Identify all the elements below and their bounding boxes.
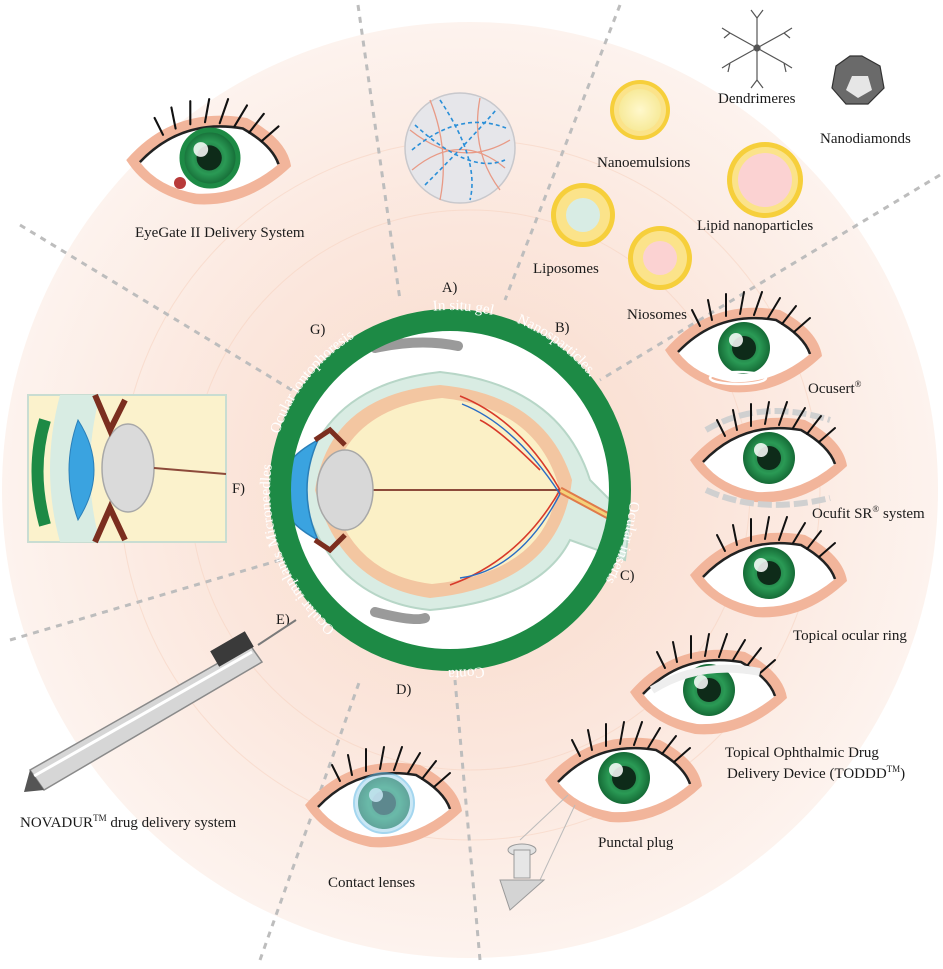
label-dendrimeres: Dendrimeres — [718, 91, 796, 107]
in-situ-gel-network — [405, 93, 515, 203]
section-letter-g: G) — [310, 322, 325, 338]
section-letter-a: A) — [442, 280, 457, 296]
label-nanodiamonds: Nanodiamonds — [820, 131, 911, 147]
label-topical-ocular-ring: Topical ocular ring — [793, 628, 907, 644]
label-toddd-line1: Topical Ophthalmic Drug — [725, 745, 879, 761]
label-toddd-line2: Delivery Device (TODDDTM) — [727, 764, 905, 782]
label-ocusert: Ocusert® — [808, 379, 862, 397]
section-letter-c: C) — [620, 568, 635, 584]
dendrimer-icon — [722, 10, 792, 88]
label-nanoemulsions: Nanoemulsions — [597, 155, 690, 171]
label-contact-lenses: Contact lenses — [328, 875, 415, 891]
lipid-nanoparticle — [727, 142, 803, 218]
label-eyegate: EyeGate II Delivery System — [135, 225, 305, 241]
label-ocufit: Ocufit SR® system — [812, 504, 925, 522]
nanoemulsion-particle — [610, 80, 670, 140]
label-novadur: NOVADURTM drug delivery system — [20, 813, 236, 831]
niosome-particle — [628, 226, 692, 290]
section-letter-f: F) — [232, 481, 245, 497]
nanodiamond-icon — [832, 56, 884, 104]
label-niosomes: Niosomes — [627, 307, 687, 323]
section-letter-b: B) — [555, 320, 570, 336]
section-letter-d: D) — [396, 682, 411, 698]
label-liposomes: Liposomes — [533, 261, 599, 277]
label-lipid-nanoparticles: Lipid nanoparticles — [697, 218, 813, 234]
label-punctal-plug: Punctal plug — [598, 835, 674, 851]
microneedles-inset — [28, 395, 226, 542]
liposome-particle — [551, 183, 615, 247]
